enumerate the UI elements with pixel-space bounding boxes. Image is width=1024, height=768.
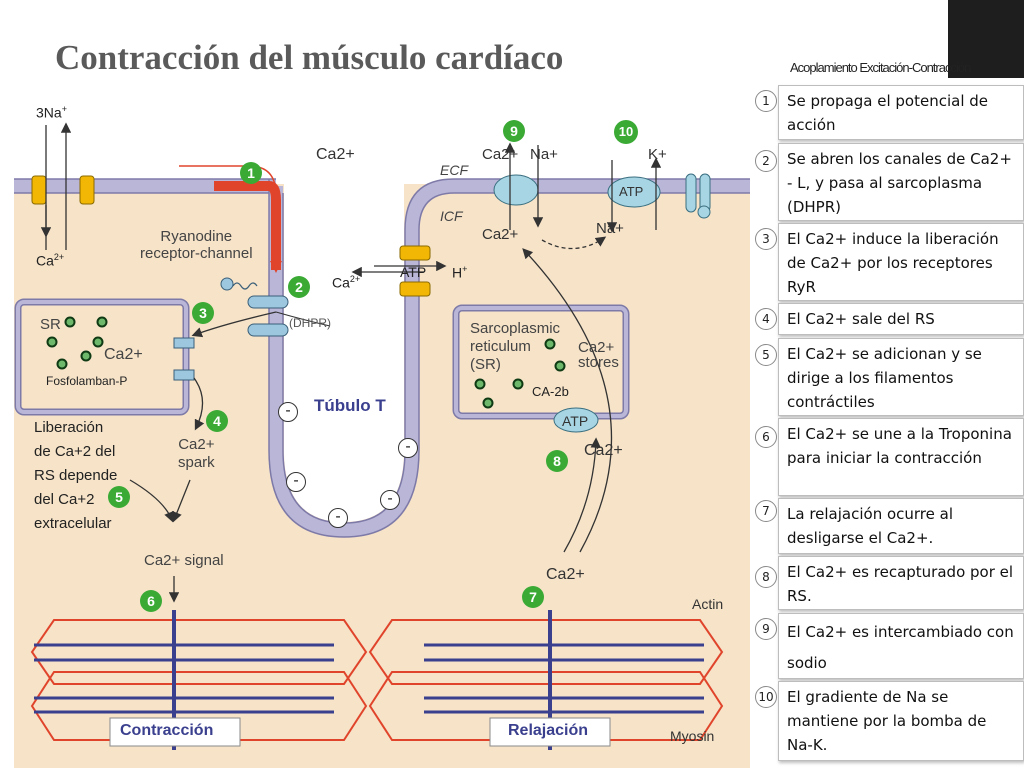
step-number-6: 6 — [755, 426, 777, 448]
exchanger-na-bottom: Na+ — [596, 220, 624, 237]
badge-10: 10 — [614, 120, 638, 144]
dhpr-channel — [247, 295, 289, 309]
step-number-8: 8 — [755, 566, 777, 588]
sr-ca-label: Ca2+ — [104, 346, 143, 363]
actin-label: Actin — [692, 596, 724, 612]
step-number-9: 9 — [755, 618, 777, 640]
na-ca-exchanger — [493, 174, 539, 206]
step-number-7: 7 — [755, 500, 777, 522]
step-number-3: 3 — [755, 228, 777, 250]
sarcomere-left — [30, 619, 368, 741]
sr-left-ca-dots — [46, 316, 108, 370]
ca-stores-label: Ca2+stores — [578, 339, 619, 371]
ca-left-label: Ca2+ — [36, 252, 65, 269]
tubulo-t-label: Túbulo T — [314, 396, 386, 415]
badge-8: 8 — [546, 450, 568, 472]
badge-1: 1 — [240, 162, 262, 184]
corner-decoration — [948, 0, 1024, 78]
badge-3: 3 — [192, 302, 214, 324]
atp-na-k-label: ATP — [619, 184, 644, 199]
fosfolamban-label: Fosfolamban-P — [46, 374, 128, 388]
h-plus-label: H+ — [452, 264, 468, 281]
charge-minus-3: - — [286, 472, 306, 492]
na-channel-1 — [31, 175, 47, 205]
badge-6: 6 — [140, 590, 162, 612]
page-subtitle: Acoplamiento Excitación-Contracción — [790, 60, 971, 75]
step-box-8: El Ca2+ es recapturado por el RS. — [778, 556, 1024, 610]
atp-pump-label: ATP — [400, 264, 427, 280]
contraccion-label: Contracción — [120, 722, 214, 739]
step-box-6: El Ca2+ se une a la Troponina para inici… — [778, 418, 1024, 496]
step-number-10: 10 — [755, 686, 777, 708]
exchanger-ca-top: Ca2+ — [482, 146, 519, 163]
step-number-1: 1 — [755, 90, 777, 112]
charge-minus-4: - — [380, 490, 400, 510]
exchanger-na-top: Na+ — [530, 146, 558, 163]
badge-5: 5 — [108, 486, 130, 508]
relajacion-label: Relajación — [508, 722, 589, 739]
badge-4: 4 — [206, 410, 228, 432]
step-box-9: El Ca2+ es intercambiado con sodio — [778, 613, 1024, 679]
step-number-4: 4 — [755, 308, 777, 330]
step-box-3: El Ca2+ induce la liberación de Ca2+ por… — [778, 223, 1024, 301]
step-box-7: La relajación ocurre al desligarse el Ca… — [778, 498, 1024, 554]
sr-label: SR — [40, 316, 61, 333]
step-box-10: El gradiente de Na se mantiene por la bo… — [778, 681, 1024, 761]
ecf-label: ECF — [440, 162, 468, 178]
charge-minus-1: - — [278, 402, 298, 422]
icf-label: ICF — [440, 208, 463, 224]
t-tubule-membrane — [269, 179, 750, 538]
charge-minus-5: - — [328, 508, 348, 528]
na-k-atpase — [607, 176, 661, 208]
ca-2b-label: CA-2b — [532, 384, 569, 399]
exchanger-ca-bottom: Ca2+ — [482, 226, 519, 243]
ca-sr-right-label: Ca2+ — [584, 442, 623, 459]
page-title: Contracción del músculo cardíaco — [55, 38, 564, 77]
step-box-4: El Ca2+ sale del RS — [778, 303, 1024, 335]
ca-bottom-right-label: Ca2+ — [546, 566, 585, 583]
step-number-5: 5 — [755, 344, 777, 366]
charge-minus-2: - — [398, 438, 418, 458]
dhpr-label: (DHPR) — [289, 316, 331, 330]
step-box-2: Se abren los canales de Ca2+ - L, y pasa… — [778, 143, 1024, 221]
badge-2: 2 — [288, 276, 310, 298]
ca-atpase-pump-bottom — [399, 281, 431, 297]
k-plus-label: K+ — [648, 146, 667, 163]
serca-atp-label: ATP — [562, 413, 589, 429]
ca-top-label: Ca2+ — [316, 146, 355, 163]
ca-spark-label: Ca2+spark — [178, 436, 215, 471]
ca-pump-label: Ca2+ — [332, 274, 361, 291]
ca-signal-label: Ca2+ signal — [144, 552, 224, 569]
na-label: 3Na+ — [36, 104, 67, 121]
serca-atp — [553, 407, 599, 433]
na-channel-2 — [79, 175, 95, 205]
ca-atpase-pump-top — [399, 245, 431, 261]
sr-right-ca-dots — [474, 338, 566, 409]
step-number-2: 2 — [755, 150, 777, 172]
liberacion-text: Liberación de Ca+2 del RS depende del Ca… — [34, 419, 118, 532]
dhpr-channel-2 — [247, 323, 289, 337]
step-box-1: Se propaga el potencial de acción — [778, 85, 1024, 140]
badge-9: 9 — [503, 120, 525, 142]
k-channel — [685, 173, 711, 219]
cardiac-ec-coupling-diagram — [14, 100, 750, 768]
sarcomere-right — [368, 619, 724, 741]
badge-7: 7 — [522, 586, 544, 608]
myosin-label: Myosin — [670, 728, 715, 744]
step-box-5: El Ca2+ se adicionan y se dirige a los f… — [778, 338, 1024, 416]
